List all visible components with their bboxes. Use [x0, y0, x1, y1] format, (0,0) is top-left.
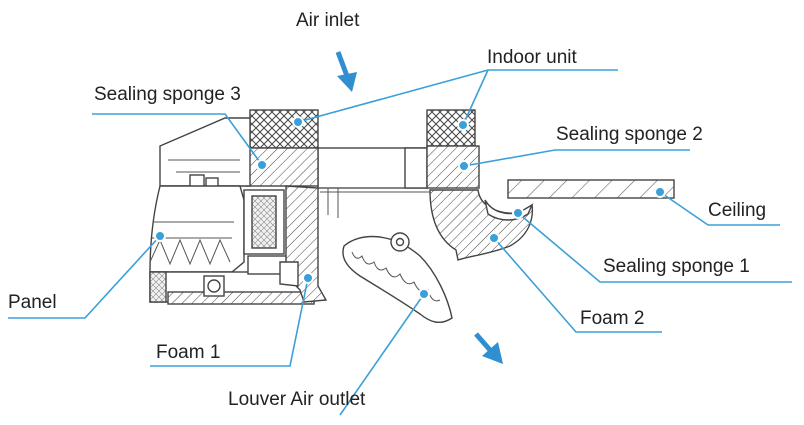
callout-dots — [154, 116, 666, 300]
label-panel: Panel — [8, 292, 57, 313]
foam-2 — [429, 189, 534, 261]
air-inlet-arrow — [335, 51, 357, 92]
sealing-sponge-2 — [426, 109, 480, 189]
foam-1 — [279, 185, 328, 303]
label-louver-air-outlet: Louver Air outlet — [228, 389, 366, 410]
louver — [342, 232, 453, 324]
ceiling-board — [507, 179, 675, 199]
label-air-inlet: Air inlet — [296, 10, 360, 31]
label-indoor-unit: Indoor unit — [487, 47, 578, 68]
leader-lines — [8, 69, 792, 416]
panel-assembly — [149, 117, 315, 305]
air-outlet-arrow — [474, 332, 503, 364]
label-ceiling: Ceiling — [708, 200, 766, 221]
sealing-sponge-3 — [245, 109, 319, 187]
indoor-unit-body — [317, 147, 430, 218]
label-sealing-sponge-3: Sealing sponge 3 — [94, 84, 241, 105]
label-foam-2: Foam 2 — [580, 308, 644, 329]
label-foam-1: Foam 1 — [156, 342, 220, 363]
label-sealing-sponge-1: Sealing sponge 1 — [603, 256, 750, 277]
label-sealing-sponge-2: Sealing sponge 2 — [556, 124, 703, 145]
